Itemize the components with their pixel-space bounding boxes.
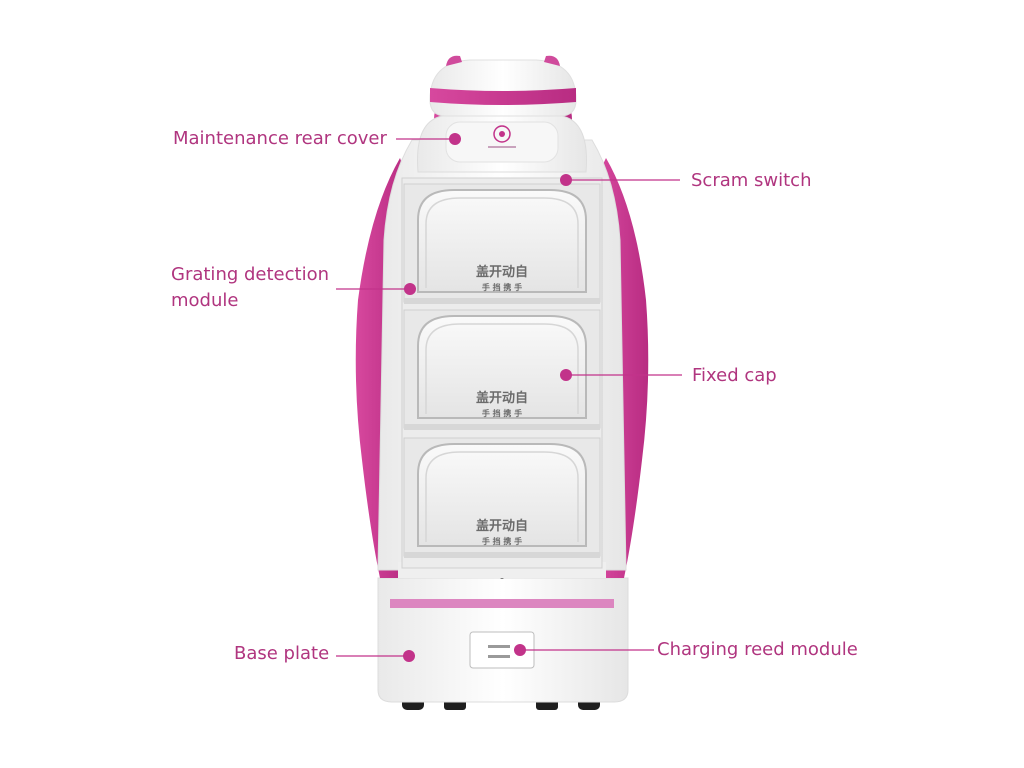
callout-pointers <box>336 133 682 662</box>
compartment-door <box>417 443 587 547</box>
compartment-shelf <box>404 298 600 304</box>
maintenance-rear-cover-marker <box>449 133 461 145</box>
scram-switch-marker <box>560 174 572 186</box>
fixed-cap-label: Fixed cap <box>692 365 777 386</box>
door-handle-rail <box>425 323 579 414</box>
fixed-cap-marker <box>560 369 572 381</box>
compartment-shelf <box>404 552 600 558</box>
charging-reed-module-label: Charging reed module <box>657 639 858 660</box>
head-top <box>429 59 577 117</box>
compartment-door <box>417 315 587 419</box>
base-plate-label: Base plate <box>234 643 330 664</box>
compartment-shelf <box>404 424 600 430</box>
compartment-sublabel: 手 挡 携 手 <box>482 282 522 292</box>
compartment-door <box>417 189 587 293</box>
door-handle-rail <box>425 451 579 542</box>
grating-detection-module-label: Grating detection module <box>171 264 330 311</box>
base-plate <box>377 575 629 703</box>
grating-detection-module-marker <box>404 283 416 295</box>
logo-emblem <box>488 125 516 148</box>
door-handle-rail <box>425 197 579 288</box>
ear-right <box>544 55 560 66</box>
base-plate-marker <box>403 650 415 662</box>
compartment-sublabel: 手 挡 携 手 <box>482 536 522 546</box>
compartment-label: 盖开动自 <box>476 264 528 280</box>
charging-reed-module-marker <box>514 644 526 656</box>
robot-head <box>417 55 587 173</box>
compartment-sublabel: 手 挡 携 手 <box>482 408 522 418</box>
base-pink-stripe <box>390 599 614 608</box>
compartment-label: 盖开动自 <box>476 390 528 406</box>
maintenance-rear-cover-label: Maintenance rear cover <box>173 128 387 149</box>
compartment-label: 盖开动自 <box>476 518 528 534</box>
head-pink-band <box>430 88 576 105</box>
ear-left <box>446 55 462 66</box>
scram-switch-label: Scram switch <box>691 170 812 191</box>
